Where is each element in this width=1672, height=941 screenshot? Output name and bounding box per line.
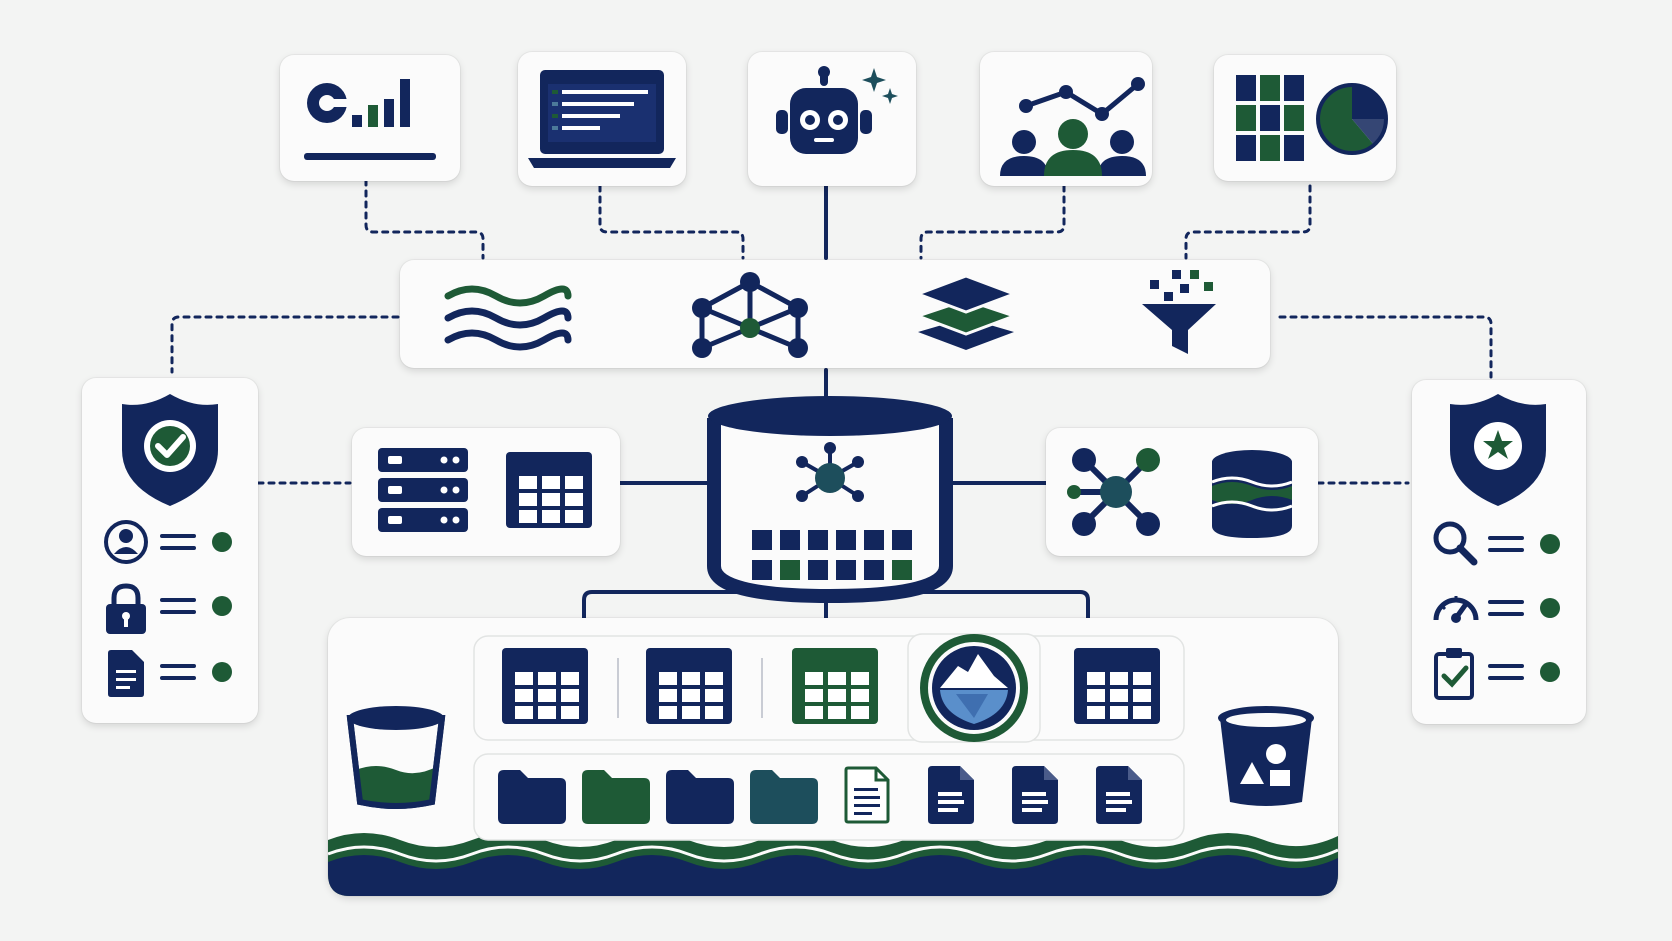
table-icon — [792, 648, 878, 724]
document-icon — [844, 766, 890, 824]
list-row-profile — [160, 532, 232, 552]
robot-icon — [776, 66, 898, 154]
user-profile-icon — [104, 520, 148, 564]
folder-icon — [750, 770, 818, 824]
speedometer-icon — [1433, 596, 1479, 623]
list-row-search — [1488, 534, 1560, 554]
list-row-clipboard — [1488, 662, 1560, 682]
data-funnel-icon — [1142, 270, 1216, 354]
grid-pie-icon — [1236, 75, 1388, 161]
network-graph-icon — [692, 272, 808, 358]
list-row-document — [160, 662, 232, 682]
table-icon — [1074, 648, 1160, 724]
folder-icon — [582, 770, 650, 824]
list-row-lock — [160, 596, 232, 616]
consumer-card-ai-assistant — [748, 52, 916, 186]
bucket-media-icon — [1218, 706, 1314, 806]
bucket-liquid-icon — [346, 706, 446, 809]
consumer-card-reporting — [1214, 55, 1396, 181]
iceberg-icon — [920, 634, 1028, 742]
consumer-card-bi-dashboard — [280, 55, 460, 181]
consumer-card-laptop-report — [518, 52, 686, 186]
people-trend-icon — [1000, 77, 1146, 176]
integration-layer — [400, 260, 1270, 368]
folder-icon — [666, 770, 734, 824]
layers-stack-icon — [913, 274, 1019, 350]
consumer-card-team-analytics — [980, 52, 1152, 186]
streaming-waves-icon — [444, 285, 572, 351]
table-grid-icon — [506, 452, 592, 528]
server-rack-icon — [378, 448, 468, 532]
observability-panel — [1412, 380, 1586, 724]
document-icon — [108, 650, 144, 697]
document-icon — [928, 766, 974, 824]
hub-network-icon — [1067, 448, 1160, 536]
semistructured-sources-card — [1046, 428, 1318, 556]
lock-icon — [106, 583, 146, 634]
governance-panel — [82, 378, 258, 723]
shield-star-icon — [1450, 394, 1546, 506]
database-wave-icon — [1211, 450, 1293, 538]
lakehouse-base — [328, 618, 1338, 896]
shield-check-icon — [122, 394, 218, 506]
folder-icon — [498, 770, 566, 824]
database-cylinder-icon — [707, 396, 953, 604]
bar-chart-monitor-icon — [304, 79, 436, 160]
table-icon — [646, 648, 732, 724]
document-icon — [1096, 766, 1142, 824]
structured-sources-card — [352, 428, 620, 556]
central-hub-icon — [796, 442, 864, 502]
clipboard-check-icon — [1434, 648, 1474, 700]
table-icon — [502, 648, 588, 724]
list-row-speedometer — [1488, 598, 1560, 618]
files-row — [473, 753, 1185, 841]
document-icon — [1012, 766, 1058, 824]
search-icon — [1433, 521, 1478, 566]
laptop-list-icon — [528, 70, 676, 168]
